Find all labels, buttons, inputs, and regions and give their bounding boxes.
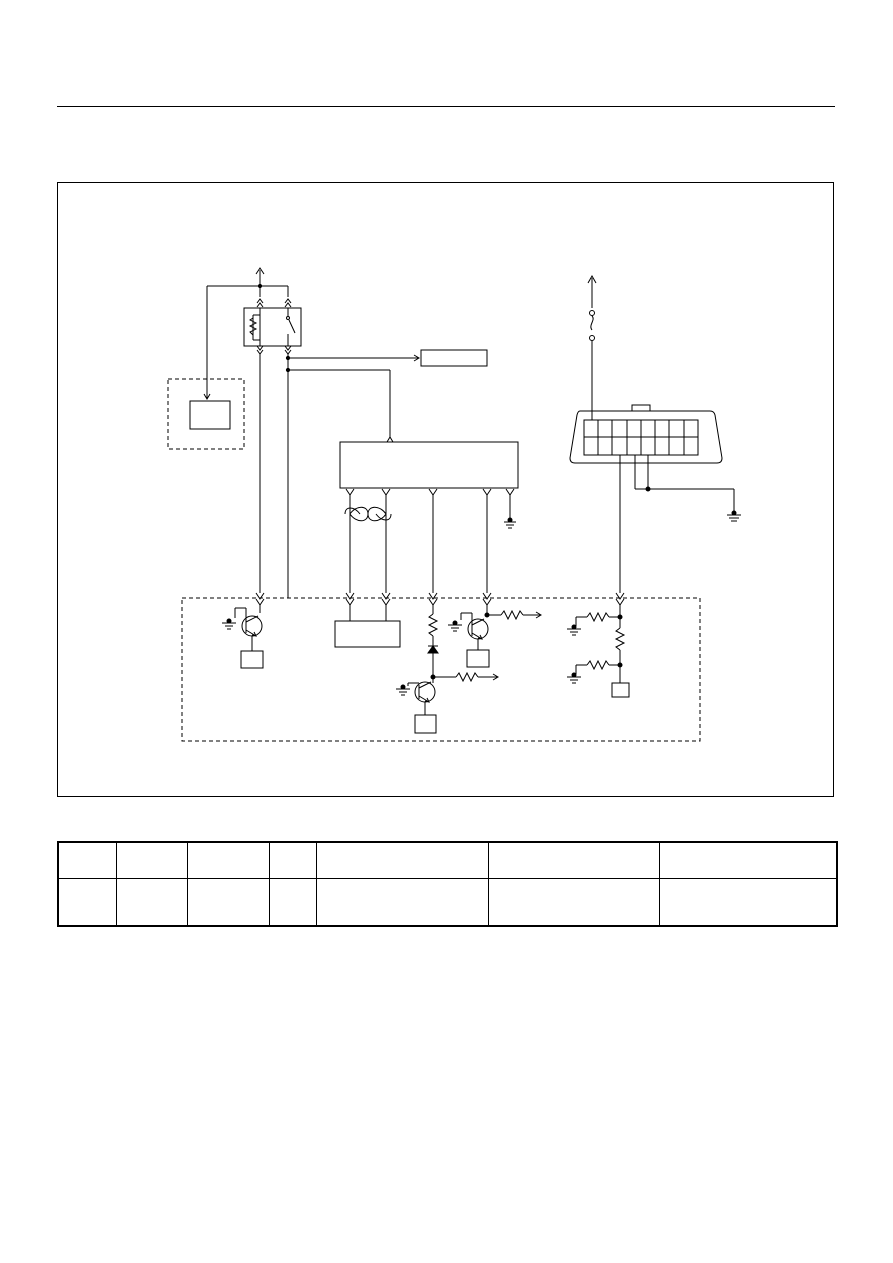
diode-icon	[427, 645, 439, 677]
dtc-table	[57, 841, 838, 927]
table-cell	[315, 877, 489, 927]
twisted-pair-icon	[344, 506, 392, 522]
wiring-diagram-frame	[57, 182, 834, 797]
power-feed-arrow-right	[587, 274, 597, 308]
table-header-cell	[487, 841, 660, 879]
table-cell	[268, 877, 317, 927]
ground-icon	[727, 510, 741, 522]
table-cell	[57, 877, 117, 927]
table-header-cell	[658, 841, 838, 879]
table-header-cell	[57, 841, 117, 879]
table-header-cell	[115, 841, 188, 879]
center-module	[339, 436, 519, 489]
power-feed-arrow	[255, 267, 265, 297]
dashed-module-box	[167, 378, 245, 450]
table-header-cell	[186, 841, 270, 879]
ecm-pins	[255, 592, 625, 606]
table-cell	[487, 877, 660, 927]
center-module-pins	[345, 488, 515, 496]
resistor-icon	[427, 605, 439, 646]
table-header-cell	[315, 841, 489, 879]
ecm-module	[181, 597, 701, 742]
transistor-icon	[396, 677, 437, 734]
data-link-connector	[569, 404, 723, 464]
transistor-icon	[222, 605, 264, 669]
upper-right-box	[420, 349, 488, 367]
fuse-icon	[589, 310, 595, 341]
header-rule	[57, 106, 835, 107]
table-header-row	[57, 841, 838, 879]
relay	[243, 298, 302, 355]
table-cell	[186, 877, 270, 927]
ecm-inner-box	[334, 620, 401, 648]
table-cell	[115, 877, 188, 927]
table-cell	[658, 877, 838, 927]
table-row	[57, 877, 838, 927]
table-header-cell	[268, 841, 317, 879]
resistor-network	[567, 605, 630, 698]
ground-icon	[504, 517, 516, 529]
transistor-icon	[448, 605, 542, 668]
